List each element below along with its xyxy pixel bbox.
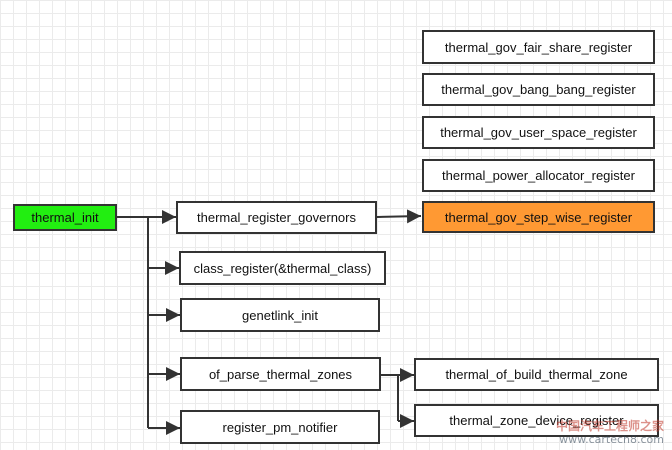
user-space-register-node[interactable]: thermal_gov_user_space_register: [422, 116, 655, 149]
genetlink-init-node[interactable]: genetlink_init: [180, 298, 380, 332]
parse-thermal-zones-node[interactable]: of_parse_thermal_zones: [180, 357, 381, 391]
watermark-title: 中国汽车工程师之家: [555, 419, 664, 433]
bang-bang-register-node[interactable]: thermal_gov_bang_bang_register: [422, 73, 655, 106]
zone-device-register-node[interactable]: thermal_zone_device_register: [414, 404, 659, 437]
pm-notifier-node[interactable]: register_pm_notifier: [180, 410, 380, 444]
build-thermal-zone-node[interactable]: thermal_of_build_thermal_zone: [414, 358, 659, 391]
watermark-url: www.cartech8.com: [559, 433, 664, 446]
arrow-to-step-wise-register: [376, 209, 422, 224]
power-allocator-register-node[interactable]: thermal_power_allocator_register: [422, 159, 655, 192]
step-wise-register-node[interactable]: thermal_gov_step_wise_register: [422, 201, 655, 233]
site-watermark: 中国汽车工程师之家 www.cartech8.com: [555, 419, 664, 447]
class-register-node[interactable]: class_register(&thermal_class): [179, 251, 386, 285]
register-governors-node[interactable]: thermal_register_governors: [176, 201, 377, 234]
fair-share-register-node[interactable]: thermal_gov_fair_share_register: [422, 30, 655, 64]
thermal-init-node[interactable]: thermal_init: [13, 204, 117, 231]
